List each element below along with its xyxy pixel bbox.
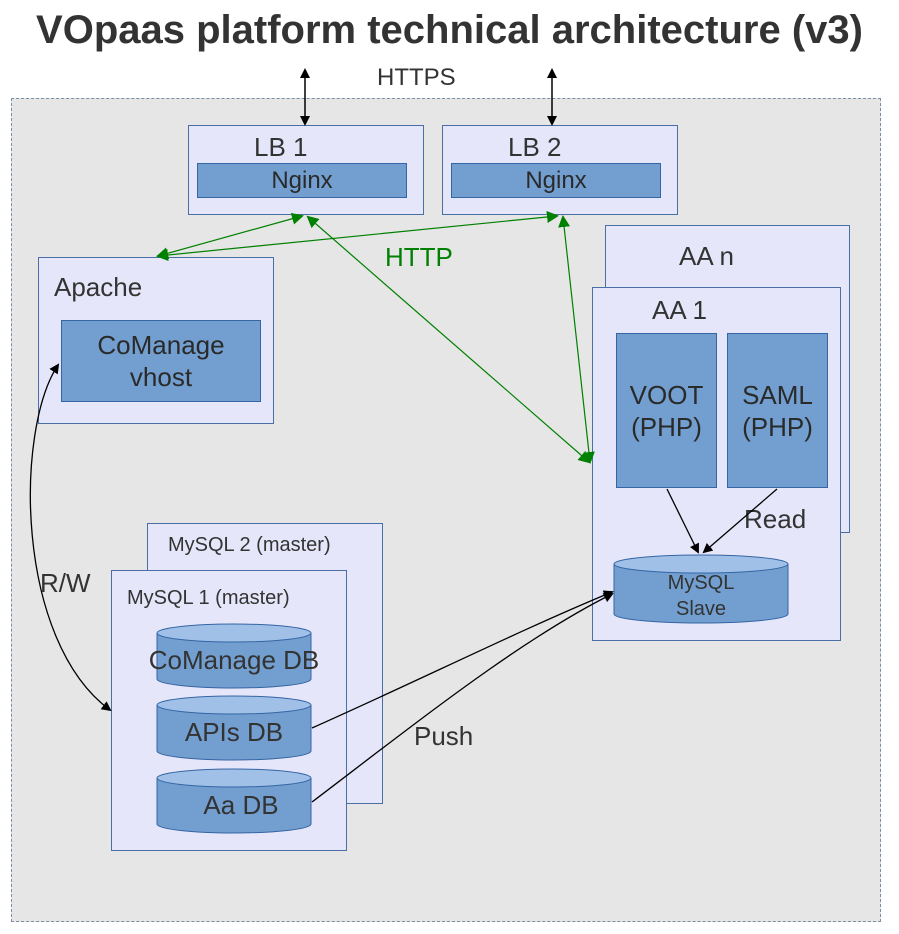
mysql-slave-line2: Slave xyxy=(675,598,727,620)
mysql-slave-line1: MySQL xyxy=(667,572,735,594)
aa-db-cylinder xyxy=(156,768,312,834)
apache-title: Apache xyxy=(54,272,143,302)
comanage-db-label: CoManage DB xyxy=(148,645,320,675)
push-arrow-aa xyxy=(311,593,614,803)
http-arrow-apache-lb2 xyxy=(156,211,559,261)
comanage-vhost-line2: vhost xyxy=(129,362,193,392)
lb1-title: LB 1 xyxy=(254,132,308,162)
mysql-slave-cylinder xyxy=(613,554,789,624)
saml-line1: SAML xyxy=(742,379,813,410)
http-arrow-lb2-aa1 xyxy=(558,215,595,464)
saml-php: SAML (PHP) xyxy=(727,333,828,488)
comanage-vhost-line1: CoManage xyxy=(97,330,225,360)
lb1-nginx-label: Nginx xyxy=(271,166,333,194)
lb2-nginx: Nginx xyxy=(451,163,661,198)
rw-arrow xyxy=(29,363,112,712)
diagram-title: VOpaas platform technical architecture (… xyxy=(36,8,863,52)
comanage-db-cylinder xyxy=(156,623,312,689)
https-label: HTTPS xyxy=(377,64,456,91)
read-arrow-saml xyxy=(702,488,778,554)
push-label: Push xyxy=(414,721,474,751)
mysql2-title: MySQL 2 (master) xyxy=(168,534,331,556)
http-arrow-apache-lb1 xyxy=(156,212,304,260)
aan-title: AA n xyxy=(679,241,734,271)
read-arrow-voot xyxy=(666,488,699,554)
apis-db-cylinder xyxy=(156,695,312,761)
mysql1-title: MySQL 1 (master) xyxy=(127,587,290,609)
lb2-title: LB 2 xyxy=(508,132,562,162)
push-arrow-apis xyxy=(311,590,614,729)
voot-line1: VOOT xyxy=(629,379,704,410)
lb1-nginx: Nginx xyxy=(197,163,407,198)
aa-db-label: Aa DB xyxy=(203,790,279,820)
voot-php: VOOT (PHP) xyxy=(616,333,717,488)
aa1-title: AA 1 xyxy=(652,295,707,325)
http-arrow-lb1-aa1 xyxy=(306,215,591,464)
apis-db-label: APIs DB xyxy=(184,717,284,747)
mysql-slave-label: MySQL Slave xyxy=(614,570,788,622)
lb2-nginx-label: Nginx xyxy=(525,166,587,194)
saml-line2: (PHP) xyxy=(742,411,813,442)
voot-line2: (PHP) xyxy=(631,411,702,442)
